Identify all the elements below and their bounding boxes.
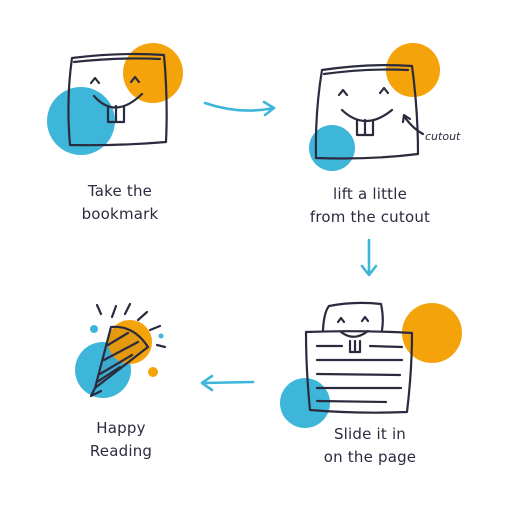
arrow-step1-to-step2 (203, 100, 276, 117)
teeth (106, 104, 126, 124)
step-2-lift-illustration (309, 43, 440, 171)
caption-line: on the page (323, 448, 417, 466)
confetti-streak (110, 304, 118, 319)
confetti-dot (148, 367, 158, 377)
right-eye (378, 86, 390, 95)
step-4-caption: Happy Reading (66, 417, 176, 463)
page-outline (304, 330, 414, 414)
arrow-step3-to-step4 (200, 374, 255, 392)
right-eye (129, 75, 141, 84)
step-4-celebration-illustration (75, 302, 167, 398)
confetti-streak (123, 302, 132, 316)
orange-blob (123, 43, 183, 103)
orange-blob (402, 303, 462, 363)
bookmark-top (321, 301, 384, 332)
blue-blob (280, 378, 330, 428)
page-line (368, 344, 404, 349)
left-eye (89, 76, 101, 85)
caption-line: from the cutout (309, 208, 431, 226)
confetti-streak (95, 303, 103, 316)
confetti-dot (90, 325, 98, 333)
step-3-slide-illustration (280, 301, 462, 428)
caption-line: bookmark (81, 205, 159, 223)
popper-tip (89, 386, 103, 398)
step-2-caption: lift a little from the cutout (300, 183, 440, 229)
bookmark-outline (314, 64, 420, 160)
step-1-caption: Take the bookmark (60, 180, 180, 226)
cutout-annotation: cutout (425, 130, 461, 143)
smile (339, 329, 370, 338)
right-eye (360, 315, 370, 323)
caption-line: Happy (96, 419, 146, 437)
blue-blob (47, 87, 115, 155)
confetti-streak (148, 324, 162, 332)
caption-line: Reading (89, 442, 153, 460)
caption-line: Slide it in (333, 425, 407, 443)
party-popper-cone (93, 325, 150, 390)
confetti-streak (136, 310, 149, 322)
page-line (315, 399, 388, 404)
confetti-streak (155, 343, 167, 349)
caption-line: lift a little (332, 185, 408, 203)
page-line (315, 372, 402, 377)
teeth (348, 339, 362, 354)
confetti-dot (158, 333, 164, 339)
step-3-caption: Slide it in on the page (310, 423, 430, 469)
bookmark-outline (67, 52, 168, 147)
arrow-step2-to-step3 (360, 238, 378, 277)
teeth (355, 118, 375, 137)
step-1-bookmark-illustration (47, 43, 183, 155)
smile (340, 108, 394, 123)
left-eye (336, 316, 346, 324)
caption-line: Take the (87, 182, 153, 200)
cutout-pointer (402, 114, 425, 136)
left-eye (337, 88, 349, 97)
